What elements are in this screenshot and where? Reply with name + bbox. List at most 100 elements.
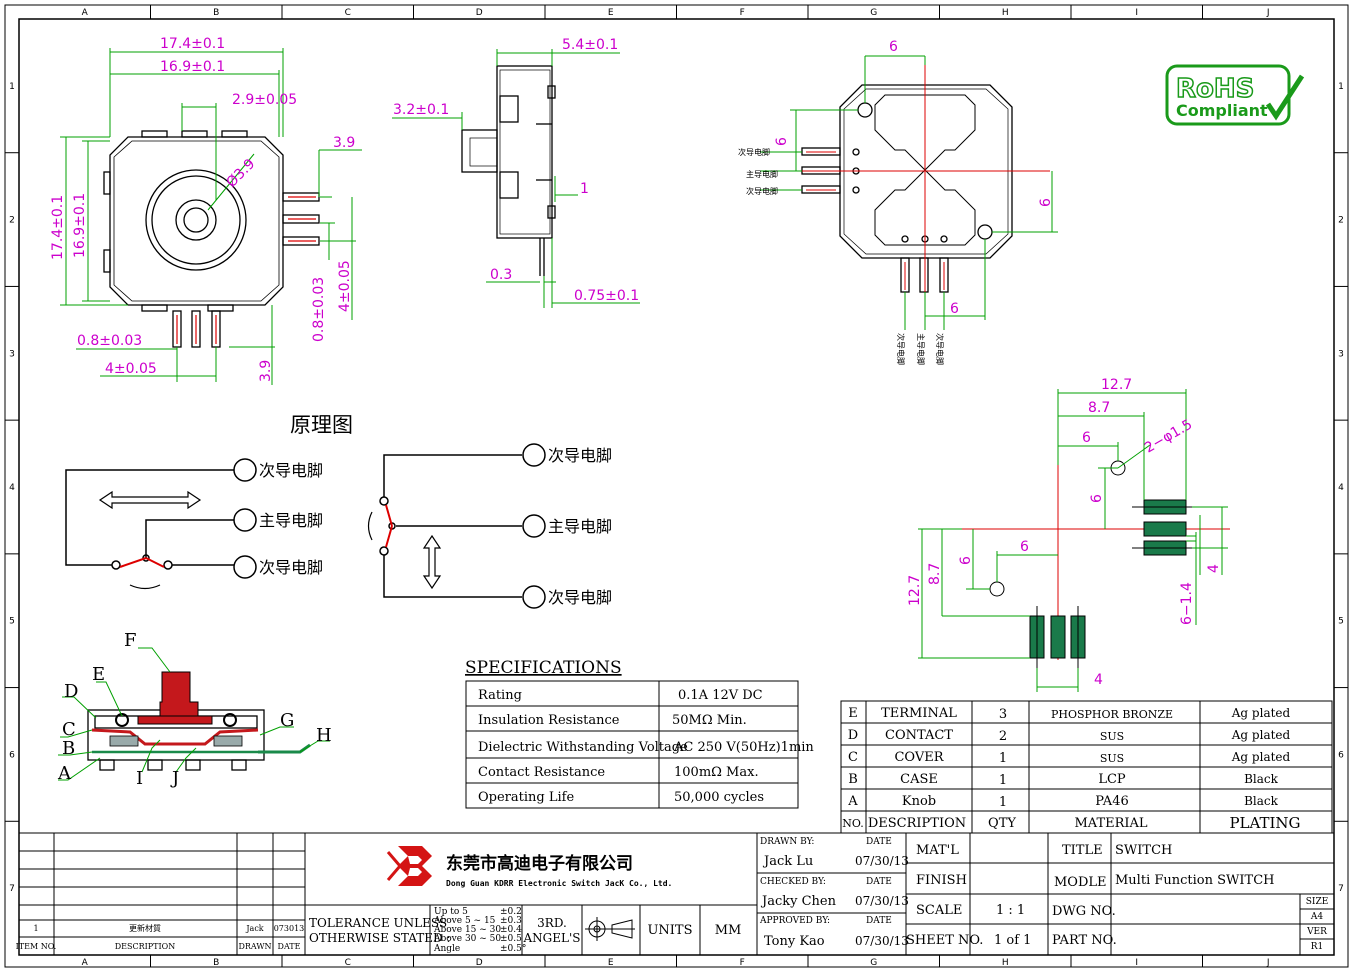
- dim-bottom-hole-x: 6: [889, 39, 898, 55]
- checked-by-name: Jacky Chen: [760, 894, 837, 909]
- bottom-pin-label-1: 次导电脚: [738, 147, 770, 157]
- rev-header-item: ITEM NO.: [16, 942, 57, 951]
- tolerance-range: Angle: [433, 944, 460, 954]
- rev-header-drawn: DRAWN: [238, 942, 271, 951]
- grid-row-label: 2: [9, 216, 15, 226]
- dim-knob-diameter: Ø3.9: [224, 156, 259, 191]
- section-letter-J: J: [170, 768, 179, 789]
- grid-row-label: 4: [9, 483, 15, 493]
- bom-desc: CONTACT: [885, 728, 953, 743]
- bom-no: E: [848, 706, 858, 721]
- dim-pin-pitch-bottom: 4±0.05: [105, 361, 157, 377]
- bom-plating: Ag plated: [1231, 750, 1291, 764]
- section-letter-I: I: [136, 768, 143, 789]
- dim-bottom-hole-y: 6: [774, 137, 790, 146]
- grid-column-label: F: [740, 958, 745, 968]
- schematic-left-label-1: 次导电脚: [259, 461, 323, 480]
- rohs-text: RoHS: [1176, 74, 1254, 104]
- grid-column-label: I: [1135, 958, 1138, 968]
- checked-date-label: DATE: [866, 877, 892, 887]
- grid-column-label: F: [740, 8, 745, 18]
- grid-row-label: 3: [1338, 349, 1344, 359]
- dim-pin-width-bottom: 0.8±0.03: [77, 333, 142, 349]
- top-view: 17.4±0.1 16.9±0.1 2.9±0.05 3.9 Ø3.9 17.4…: [50, 36, 362, 385]
- pcb-dim-8: 12.7: [907, 575, 923, 606]
- bom-desc: CASE: [900, 772, 938, 787]
- grid-row-label: 7: [9, 884, 15, 894]
- pcb-dim-10: 6: [958, 556, 974, 565]
- bom-header-desc: DESCRIPTION: [868, 816, 966, 831]
- grid-column-label: B: [213, 8, 219, 18]
- grid-column-label: E: [608, 958, 614, 968]
- grid-column-label: E: [608, 8, 614, 18]
- model-value: Multi Function SWITCH: [1115, 873, 1274, 888]
- model-label: MODLE: [1054, 875, 1107, 890]
- grid-column-label: D: [476, 8, 483, 18]
- dim-side-pin-offset: 0.75±0.1: [574, 288, 639, 304]
- grid-column-label: I: [1135, 8, 1138, 18]
- pcb-layout: 12.7 8.7 6 2−φ1.5 6 4 6−1.4 12.7 8.7 6 6…: [907, 377, 1230, 692]
- bom-qty: 1: [999, 773, 1007, 788]
- section-letter-F: F: [124, 630, 137, 651]
- section-letter-H: H: [316, 725, 332, 746]
- bom-header-material: MATERIAL: [1074, 816, 1147, 831]
- bom-header-qty: QTY: [988, 816, 1016, 831]
- pcb-dim-1: 12.7: [1101, 377, 1132, 393]
- bottom-view: 6 6 6 6 次导电脚 主导电脚 次导电脚 次导电脚 主导电脚 次导电脚: [738, 39, 1058, 365]
- spec-label: Contact Resistance: [478, 765, 605, 780]
- schematic: 原理图 次导电脚 主导电脚 次导电脚 次导电脚 主导电脚: [65, 413, 612, 609]
- bottom-pin-label-5: 主导电脚: [916, 333, 926, 365]
- grid-column-label: G: [870, 8, 877, 18]
- bom-plating: Ag plated: [1231, 706, 1291, 720]
- schematic-title: 原理图: [290, 413, 353, 437]
- rev-date: 073013: [274, 924, 305, 933]
- bom-material: SUS: [1100, 730, 1124, 743]
- bom-qty: 3: [999, 707, 1007, 722]
- scale-label: SCALE: [916, 903, 962, 918]
- dim-bottom-hole2-x: 6: [950, 301, 959, 317]
- part-no-label: PART NO.: [1052, 933, 1117, 948]
- checked-by-label: CHECKED BY:: [760, 877, 826, 887]
- company-name-cn: 东莞市高迪电子有限公司: [446, 853, 633, 874]
- grid-column-label: J: [1266, 8, 1270, 18]
- pcb-dim-3: 6: [1082, 430, 1091, 446]
- approved-date-label: DATE: [866, 916, 892, 926]
- grid-column-label: A: [82, 958, 89, 968]
- schematic-left-label-3: 次导电脚: [259, 558, 323, 577]
- pcb-dim-7: 6−1.4: [1179, 582, 1195, 625]
- grid-column-label: H: [1002, 8, 1009, 18]
- dim-pin-width-right: 0.8±0.03: [311, 277, 327, 342]
- rev-description: 更新材質: [129, 923, 161, 933]
- angle-line2: ANGEL'S: [523, 931, 581, 945]
- bom-desc: TERMINAL: [881, 706, 957, 721]
- dim-top-pin-length: 3.9: [333, 135, 355, 151]
- company-logo: [386, 846, 432, 886]
- grid-ticks: [5, 5, 1348, 967]
- bottom-pin-label-4: 次导电脚: [896, 333, 906, 365]
- bom-material: LCP: [1098, 772, 1126, 787]
- tolerance-range: Above 30 ~ 50: [433, 934, 501, 944]
- bom-header-no: NO.: [842, 817, 864, 830]
- rev-drawn: Jack: [245, 924, 263, 933]
- finish-label: FINISH: [916, 873, 967, 888]
- dim-top-width-inner: 16.9±0.1: [160, 59, 225, 75]
- title-block: [18, 832, 1335, 956]
- bom-material: SUS: [1100, 752, 1124, 765]
- spec-value: 100mΩ Max.: [674, 765, 759, 780]
- grid-column-label: J: [1266, 958, 1270, 968]
- section-letter-E: E: [92, 664, 105, 685]
- tolerance-line2: OTHERWISE STATED :: [309, 931, 451, 945]
- section-letter-D: D: [64, 681, 78, 702]
- dim-top-height-outer: 17.4±0.1: [50, 195, 66, 260]
- bom-header-plating: PLATING: [1229, 814, 1300, 832]
- pcb-dim-11: 6: [1020, 539, 1029, 555]
- rev-item-no: 1: [33, 924, 38, 933]
- grid-row-label: 5: [9, 617, 15, 627]
- bom-qty: 1: [999, 795, 1007, 810]
- drawn-date: 07/30/13: [855, 854, 909, 868]
- grid-column-label: D: [476, 958, 483, 968]
- spec-label: Insulation Resistance: [478, 713, 620, 728]
- tolerance-value: ±0.4: [500, 925, 522, 935]
